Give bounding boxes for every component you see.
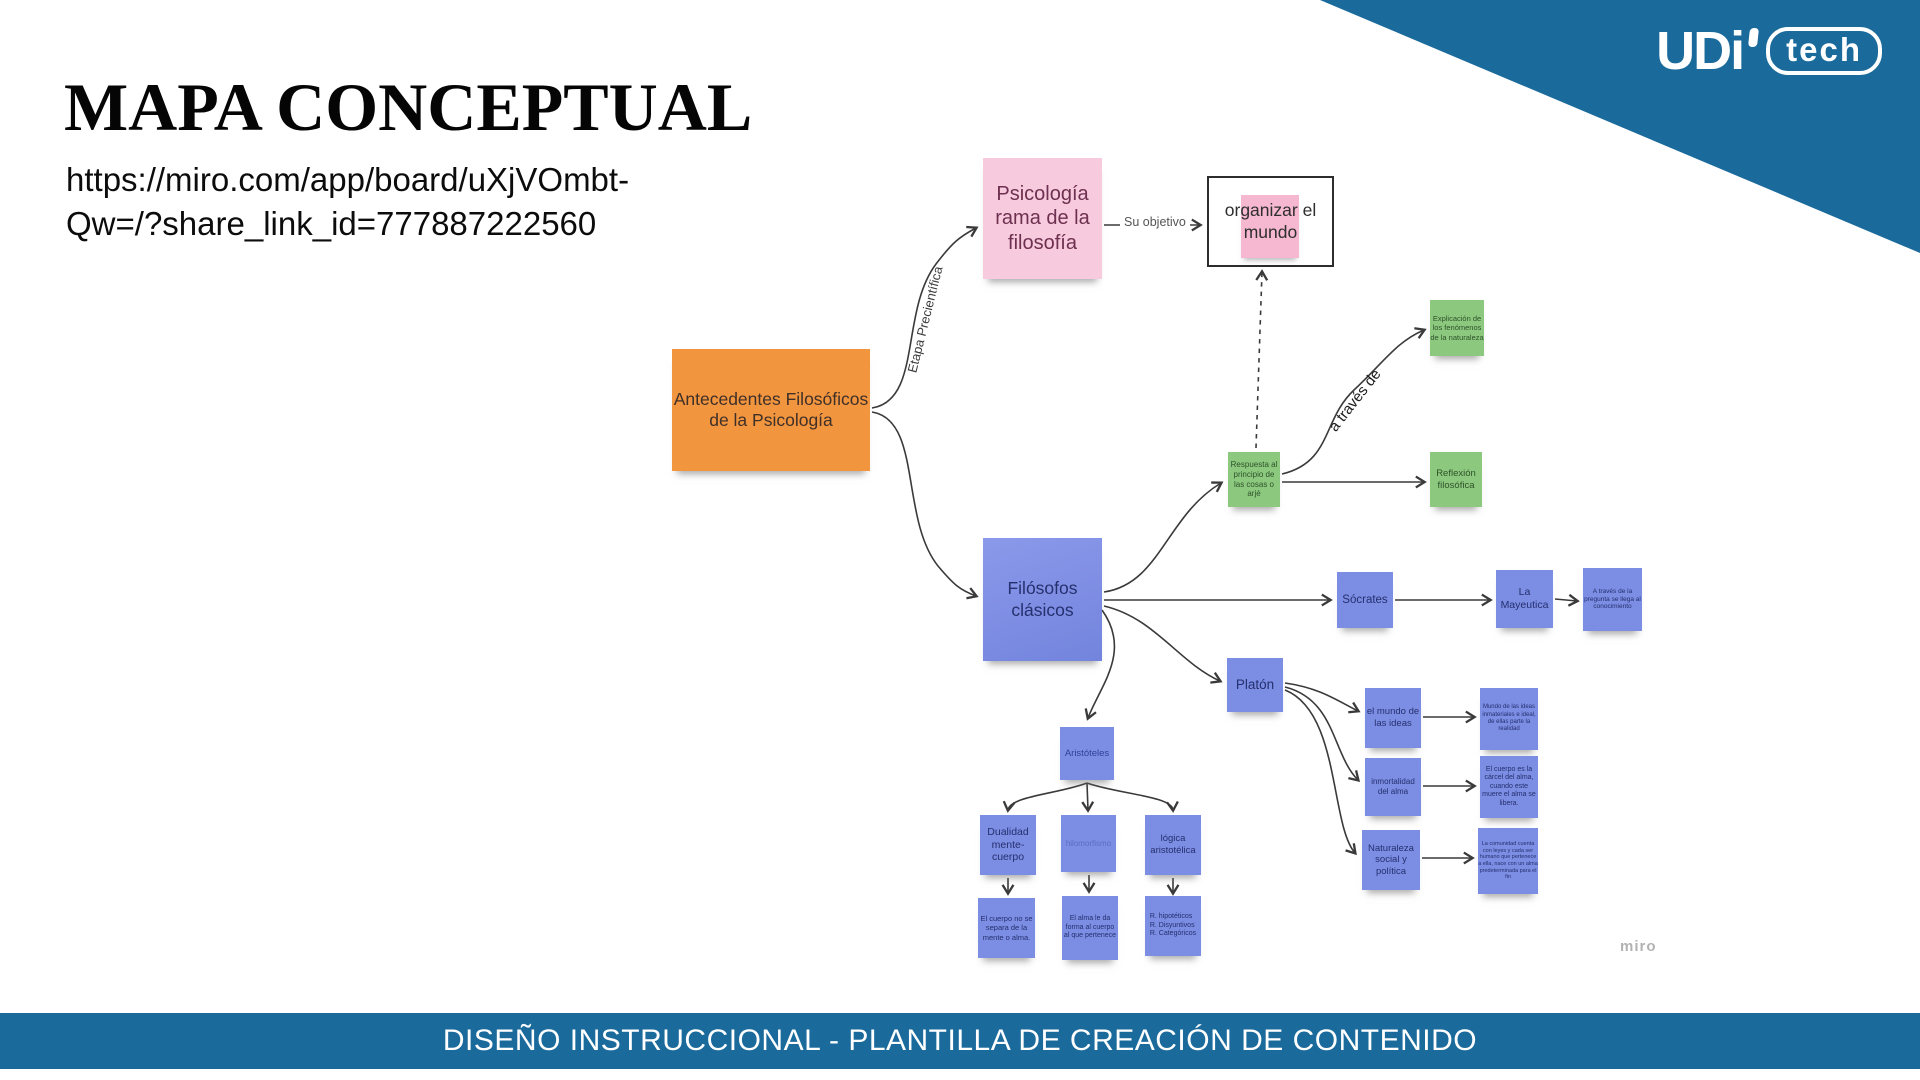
logo-udi-text: UDi <box>1656 21 1745 81</box>
node-hilomorfismo: hilomorfismo <box>1061 815 1116 872</box>
footer-text: DISEÑO INSTRUCCIONAL - PLANTILLA DE CREA… <box>442 1024 1478 1057</box>
mini-pink-sticky <box>1241 195 1299 258</box>
footer-bar: DISEÑO INSTRUCCIONAL - PLANTILLA DE CREA… <box>0 1013 1920 1069</box>
node-mayeutica-descripcion: A través de la pregunta se llega al cono… <box>1583 568 1642 631</box>
logo-tech-badge: tech <box>1766 27 1882 75</box>
page-title: MAPA CONCEPTUAL <box>64 69 753 145</box>
node-filosofos-clasicos: Filósofos clásicos <box>983 538 1102 661</box>
node-socrates: Sócrates <box>1337 572 1393 628</box>
organizar-el-mundo-label: organizar el mundo <box>1224 199 1317 242</box>
node-mundo-de-las-ideas: el mundo de las ideas <box>1365 688 1421 748</box>
node-organizar-el-mundo: organizar el mundo <box>1207 176 1334 267</box>
node-respuesta-arje: Respuesta al principio de las cosas o ar… <box>1228 452 1280 507</box>
node-explicacion-fenomenos: Explicación de los fenómenos de la natur… <box>1430 300 1484 356</box>
node-inmortalidad-alma: inmortalidad del alma <box>1365 758 1421 816</box>
miro-board-url-line2: Qw=/?share_link_id=777887222560 <box>66 204 597 242</box>
node-mundo-ideas-descripcion: Mundo de las ideas inmateriales e ideal,… <box>1480 688 1538 750</box>
node-dualidad-mente-cuerpo: Dualidad mente- cuerpo <box>980 815 1036 875</box>
node-aristoteles: Aristóteles <box>1060 727 1114 780</box>
node-la-mayeutica: La Mayeutica <box>1496 570 1553 628</box>
miro-watermark: miro <box>1620 938 1657 955</box>
node-psicologia-rama: Psicología rama de la filosofía <box>983 158 1102 279</box>
node-logica-aristotelica: lógica aristotélica <box>1145 815 1201 875</box>
node-inmortalidad-descripcion: El cuerpo es la cárcel del alma, cuando … <box>1480 756 1538 818</box>
node-razonamientos: R. hipotéticos R. Disyuntivos R. Categór… <box>1145 896 1201 956</box>
node-platon: Platón <box>1227 658 1283 712</box>
node-naturaleza-descripcion: La comunidad cuenta con leyes y cada ser… <box>1478 828 1538 894</box>
node-dualidad-descripcion: El cuerpo no se separa de la mente o alm… <box>978 898 1035 958</box>
node-naturaleza-social-politica: Naturaleza social y política <box>1362 830 1420 890</box>
miro-board-url: https://miro.com/app/board/uXjVOmbt- Qw=… <box>66 158 629 245</box>
miro-board-url-line1: https://miro.com/app/board/uXjVOmbt- <box>66 161 630 198</box>
uditech-logo: UDi tech <box>1656 24 1882 78</box>
node-antecedentes: Antecedentes Filosóficos de la Psicologí… <box>672 349 870 471</box>
node-reflexion-filosofica: Reflexión filosófica <box>1430 452 1482 507</box>
edge-label-su-objetivo: Su objetivo <box>1120 215 1190 229</box>
node-hilomorfismo-descripcion: El alma le da forma al cuerpo al que per… <box>1062 896 1118 960</box>
